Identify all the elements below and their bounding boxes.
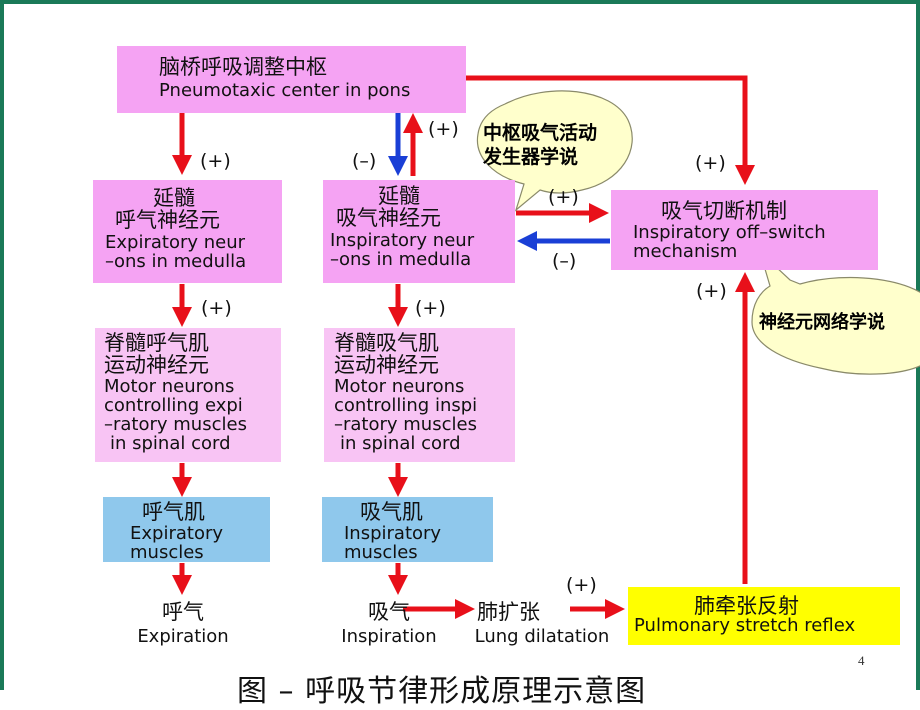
expiratory-medulla-box: 延髓 呼气神经元 Expiratory neur –ons in medulla bbox=[93, 180, 282, 283]
insp-muscle-en1: Inspiratory bbox=[344, 523, 442, 545]
exp-motor-en3: –ratory muscles bbox=[104, 413, 247, 435]
stretch-reflex-box: 肺牵张反射 Pulmonary stretch reflex bbox=[628, 587, 900, 645]
expiratory-motor-box: 脊髓呼气肌 运动神经元 Motor neurons controlling ex… bbox=[95, 328, 281, 462]
expiration-label: 呼气 Expiration bbox=[118, 596, 248, 647]
arrow-pons-to-offswitch bbox=[465, 75, 755, 185]
exp-muscle-cn: 呼气肌 bbox=[142, 500, 205, 524]
exp-muscle-en1: Expiratory bbox=[130, 523, 224, 545]
insp-motor-cn1: 脊髓吸气肌 bbox=[334, 331, 439, 355]
bubble-top-text: 中枢吸气活动 发生器学说 bbox=[483, 122, 597, 170]
bubble-top-line2: 发生器学说 bbox=[483, 145, 579, 168]
sign-plus-insp-pons: (+) bbox=[428, 118, 459, 140]
inspiration-cn: 吸气 bbox=[368, 600, 410, 624]
stretch-en: Pulmonary stretch reflex bbox=[634, 615, 856, 637]
page-number: 4 bbox=[858, 653, 865, 668]
insp-motor-en3: –ratory muscles bbox=[334, 413, 477, 435]
sign-plus-insp-offswitch: (+) bbox=[548, 186, 579, 208]
lung-en: Lung dilatation bbox=[474, 626, 610, 647]
exp-medulla-cn2: 呼气神经元 bbox=[115, 208, 220, 233]
exp-motor-cn2: 运动神经元 bbox=[104, 353, 209, 378]
bubble-right-shape bbox=[751, 250, 920, 375]
insp-motor-en2: controlling inspi bbox=[334, 394, 478, 416]
lung-cn: 肺扩张 bbox=[477, 600, 540, 624]
insp-medulla-cn1: 延髓 bbox=[378, 184, 420, 208]
offswitch-box: 吸气切断机制 Inspiratory off–switch mechanism bbox=[611, 190, 878, 270]
figure-caption: 图 – 呼吸节律形成原理示意图 bbox=[237, 674, 647, 709]
inspiratory-motor-box: 脊髓吸气肌 运动神经元 Motor neurons controlling in… bbox=[324, 328, 515, 462]
pneumotaxic-cn: 脑桥呼吸调整中枢 bbox=[159, 55, 327, 79]
sign-minus-offswitch-insp: (–) bbox=[552, 250, 577, 272]
sign-plus-lung-stretch: (+) bbox=[566, 574, 597, 596]
pneumotaxic-center-box: 脑桥呼吸调整中枢 Pneumotaxic center in pons bbox=[117, 46, 466, 113]
sign-plus-stretch-offswitch: (+) bbox=[696, 280, 727, 302]
inspiration-label: 吸气 Inspiration bbox=[330, 596, 448, 647]
exp-medulla-en2: –ons in medulla bbox=[105, 250, 247, 272]
exp-motor-en1: Motor neurons bbox=[104, 376, 235, 398]
exp-muscle-en2: muscles bbox=[130, 541, 204, 563]
exp-medulla-en1: Expiratory neur bbox=[105, 232, 246, 254]
exp-medulla-cn1: 延髓 bbox=[153, 186, 195, 210]
insp-muscle-en2: muscles bbox=[344, 541, 418, 563]
bubble-right-text: 神经元网络学说 bbox=[759, 312, 885, 335]
bubble-top-line1: 中枢吸气活动 bbox=[483, 122, 598, 144]
inspiratory-medulla-box: 延髓 吸气神经元 Inspiratory neur –ons in medull… bbox=[323, 180, 515, 283]
sign-plus-pons-offswitch: (+) bbox=[695, 152, 726, 174]
pneumotaxic-en: Pneumotaxic center in pons bbox=[159, 80, 411, 102]
sign-minus-pons-insp: (–) bbox=[352, 150, 377, 172]
arrow-layer bbox=[172, 75, 920, 619]
inspiratory-muscles-box: 吸气肌 Inspiratory muscles bbox=[322, 497, 493, 562]
inspiration-en: Inspiration bbox=[341, 626, 437, 647]
offswitch-en2: mechanism bbox=[633, 240, 738, 262]
insp-medulla-en2: –ons in medulla bbox=[330, 248, 472, 270]
bubble-top-shape bbox=[476, 90, 633, 212]
expiratory-muscles-box: 呼气肌 Expiratory muscles bbox=[103, 497, 270, 562]
sign-plus-pons-exp: (+) bbox=[200, 150, 231, 172]
exp-motor-en2: controlling expi bbox=[104, 394, 243, 416]
exp-motor-en4: in spinal cord bbox=[110, 432, 231, 454]
insp-motor-cn2: 运动神经元 bbox=[334, 353, 439, 378]
insp-motor-en4: in spinal cord bbox=[340, 432, 461, 454]
insp-medulla-cn2: 吸气神经元 bbox=[336, 206, 441, 231]
insp-medulla-en1: Inspiratory neur bbox=[330, 230, 475, 252]
expiration-en: Expiration bbox=[137, 626, 229, 647]
offswitch-en1: Inspiratory off–switch bbox=[633, 222, 826, 244]
stretch-cn: 肺牵张反射 bbox=[694, 594, 799, 618]
insp-motor-en1: Motor neurons bbox=[334, 376, 465, 398]
sign-plus-exp-motor: (+) bbox=[201, 297, 232, 319]
sign-plus-insp-motor: (+) bbox=[415, 297, 446, 319]
bubble-right-line: 神经元网络学说 bbox=[759, 312, 885, 333]
lung-dilatation-label: 肺扩张 Lung dilatation bbox=[460, 596, 624, 647]
offswitch-cn: 吸气切断机制 bbox=[661, 199, 787, 223]
exp-motor-cn1: 脊髓呼气肌 bbox=[104, 331, 209, 355]
expiration-cn: 呼气 bbox=[162, 600, 204, 624]
insp-muscle-cn: 吸气肌 bbox=[360, 500, 423, 524]
